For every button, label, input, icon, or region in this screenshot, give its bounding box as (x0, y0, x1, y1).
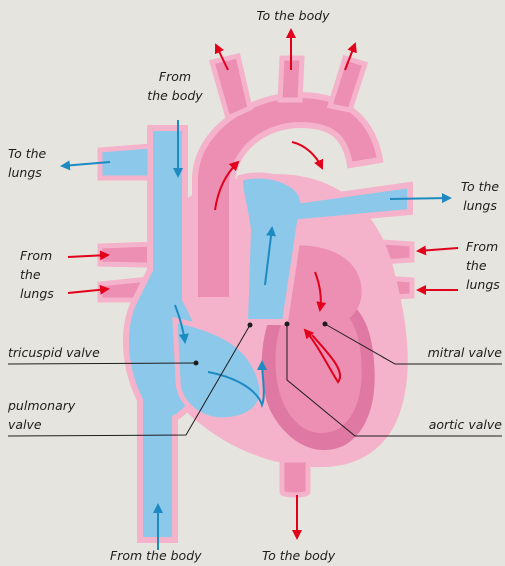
label-mitral-valve: mitral valve (395, 343, 502, 362)
label-aortic-valve: aortic valve (395, 415, 502, 434)
label-top-to-body: To the body (238, 6, 348, 25)
flow-arrow-aortic-arch-down (292, 142, 322, 168)
flow-arrow-to-lungs-right (390, 198, 450, 199)
label-tricuspid-valve: tricuspid valve (8, 343, 100, 362)
aorta-descending (282, 460, 308, 495)
flow-arrow-from-lungs-right-upper (418, 248, 458, 251)
label-bottom-from-body: From the body (110, 546, 202, 565)
label-bottom-to-body: To the body (262, 546, 335, 565)
